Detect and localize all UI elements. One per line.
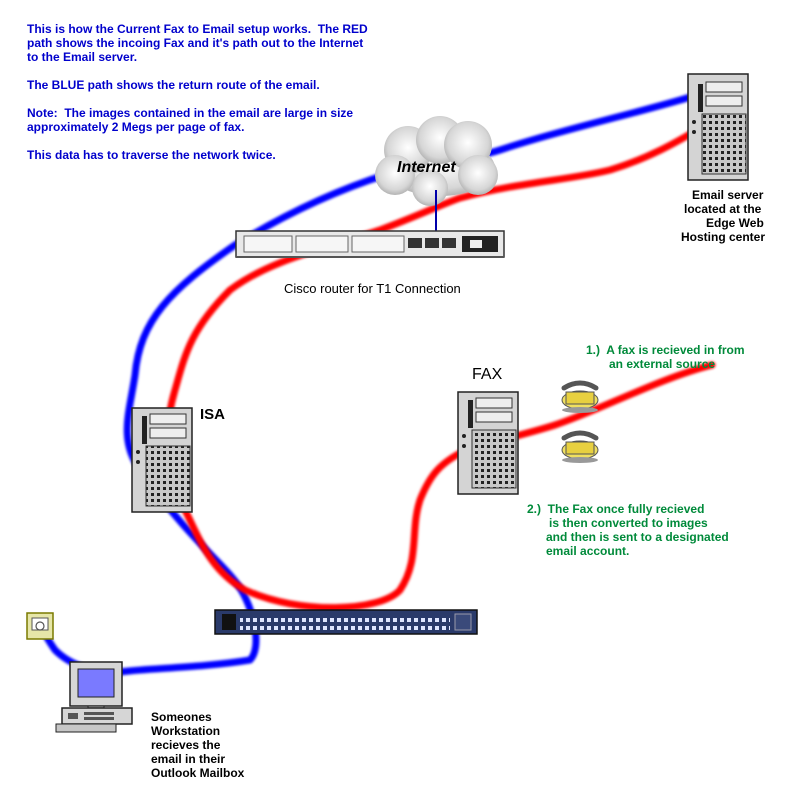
step2-line-1: 2.) The Fax once fully recieved	[527, 502, 705, 516]
internet-cloud: Internet	[375, 116, 498, 206]
intro-line-7: This data has to traverse the network tw…	[27, 148, 276, 162]
fax-server	[457, 391, 519, 495]
blue-path	[38, 91, 701, 676]
step1-line-2: an external source	[609, 357, 716, 371]
workstation-label-3: recieves the	[151, 738, 221, 752]
email-server-label-3: Edge Web	[706, 216, 764, 230]
intro-line-4: The BLUE path shows the return route of …	[27, 78, 320, 92]
step1-line-1: 1.) A fax is recieved in from	[586, 343, 745, 357]
workstation-label-5: Outlook Mailbox	[151, 766, 245, 780]
workstation-label-1: Someones	[151, 710, 212, 724]
step2-line-2: is then converted to images	[549, 516, 708, 530]
isa-server	[131, 407, 193, 513]
workstation-label-4: email in their	[151, 752, 226, 766]
cisco-router	[235, 230, 505, 258]
intro-line-3: to the Email server.	[27, 50, 138, 64]
email-server	[687, 73, 749, 181]
phone-icon	[561, 430, 599, 463]
internet-label: Internet	[397, 159, 456, 176]
fax-label: FAX	[472, 366, 503, 383]
email-server-label-2: located at the	[684, 202, 762, 216]
step2-line-4: email account.	[546, 544, 630, 558]
intro-line-2: path shows the incoing Fax and it's path…	[27, 36, 364, 50]
workstation-label-2: Workstation	[151, 724, 221, 738]
intro-line-1: This is how the Current Fax to Email set…	[27, 22, 368, 36]
isa-label: ISA	[200, 406, 226, 423]
intro-line-6: approximately 2 Megs per page of fax.	[27, 120, 245, 134]
network-switch	[214, 609, 478, 635]
intro-line-5: Note: The images contained in the email …	[27, 106, 354, 120]
router-label: Cisco router for T1 Connection	[284, 281, 461, 296]
outlook-mail-icon	[26, 612, 54, 640]
email-server-label-1: Email server	[692, 188, 764, 202]
email-server-label-4: Hosting center	[681, 230, 766, 244]
step2-line-3: and then is sent to a designated	[546, 530, 729, 544]
phone-icon	[561, 380, 599, 413]
workstation-computer	[55, 661, 133, 733]
